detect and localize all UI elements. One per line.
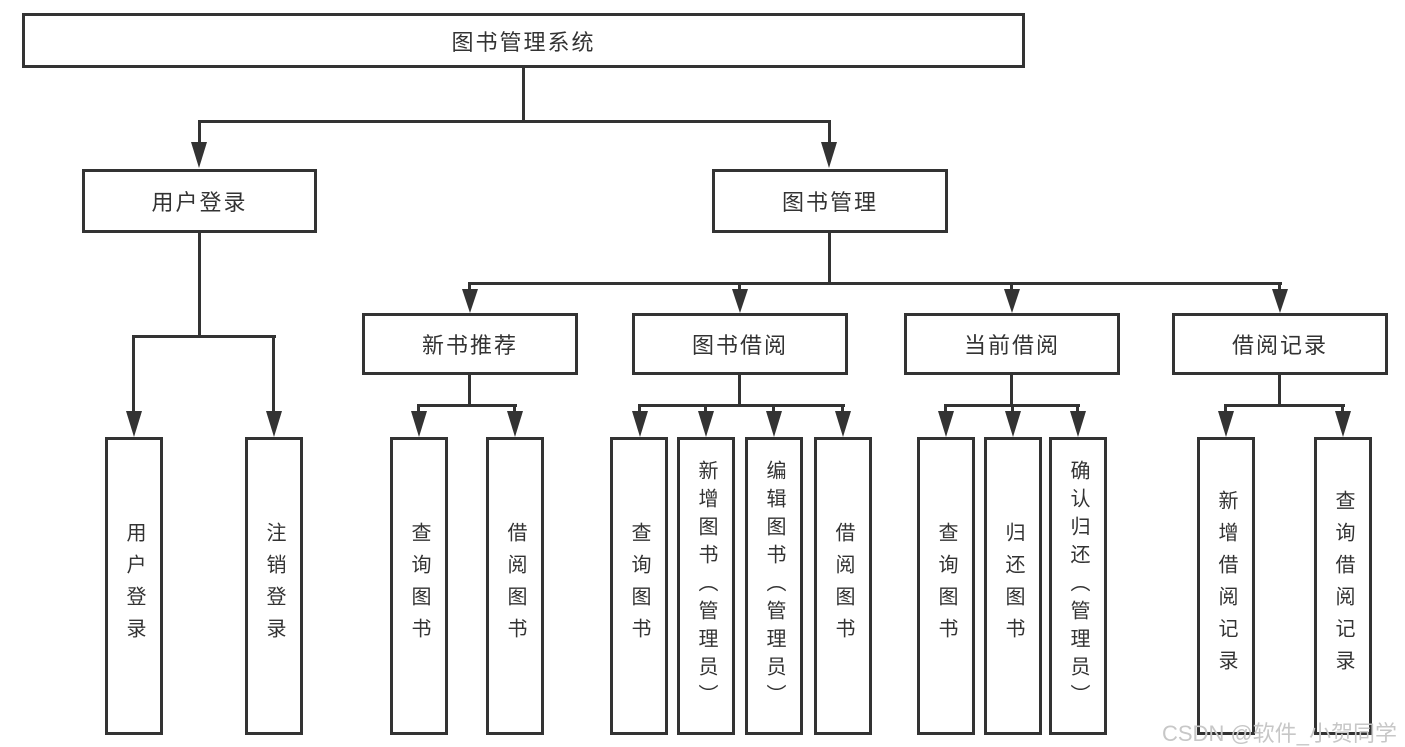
- connector-line: [468, 282, 1282, 285]
- connector-line: [417, 404, 420, 413]
- leaf-return-books: 归还图书: [984, 437, 1042, 735]
- arrow-down-icon: [632, 411, 648, 437]
- connector-line: [1010, 375, 1013, 406]
- node-user-login-label: 用户登录: [151, 190, 248, 215]
- leaf-query-borrow-record: 查询借阅记录: [1314, 437, 1372, 735]
- connector-line: [738, 282, 741, 291]
- connector-line: [132, 335, 135, 413]
- connector-line: [513, 404, 516, 413]
- node-borrowing-records-label: 借阅记录: [1231, 333, 1328, 358]
- arrow-down-icon: [266, 411, 282, 437]
- arrow-down-icon: [1070, 411, 1086, 437]
- connector-line: [738, 375, 741, 406]
- leaf-borrow-books-2: 借阅图书: [814, 437, 872, 735]
- leaf-add-book-admin-label: 新增图书（管理员）: [695, 460, 717, 712]
- leaf-borrow-books-2-label: 借阅图书: [832, 522, 854, 650]
- leaf-logout: 注销登录: [245, 437, 303, 735]
- leaf-edit-book-admin: 编辑图书（管理员）: [745, 437, 803, 735]
- connector-line: [841, 404, 844, 413]
- leaf-query-books-3-label: 查询图书: [935, 522, 957, 650]
- leaf-borrow-books-1: 借阅图书: [486, 437, 544, 735]
- leaf-query-books-2-label: 查询图书: [628, 522, 650, 650]
- connector-line: [468, 375, 471, 406]
- leaf-user-login: 用户登录: [105, 437, 163, 735]
- node-book-borrowing-label: 图书借阅: [691, 333, 788, 358]
- leaf-confirm-return-admin: 确认归还（管理员）: [1049, 437, 1107, 735]
- node-current-borrowing: 当前借阅: [904, 313, 1120, 375]
- connector-line: [132, 335, 276, 338]
- leaf-user-login-label: 用户登录: [123, 522, 145, 650]
- connector-line: [1278, 282, 1281, 291]
- connector-line: [198, 233, 201, 335]
- arrow-down-icon: [1335, 411, 1351, 437]
- arrow-down-icon: [462, 289, 478, 313]
- node-root-label: 图书管理系统: [451, 29, 596, 55]
- connector-line: [468, 282, 471, 291]
- connector-line: [1076, 404, 1079, 413]
- arrow-down-icon: [507, 411, 523, 437]
- connector-line: [944, 404, 947, 413]
- connector-line: [1224, 404, 1345, 407]
- csdn-watermark: CSDN @软件_小贺同学: [1162, 721, 1398, 746]
- connector-line: [828, 120, 831, 144]
- node-book-management-label: 图书管理: [781, 190, 878, 215]
- connector-line: [272, 335, 275, 413]
- node-new-book-recommend-label: 新书推荐: [421, 333, 518, 358]
- connector-line: [198, 120, 201, 144]
- node-root: 图书管理系统: [22, 13, 1025, 68]
- leaf-edit-book-admin-label: 编辑图书（管理员）: [763, 460, 785, 712]
- connector-line: [704, 404, 707, 413]
- leaf-confirm-return-admin-label: 确认归还（管理员）: [1067, 460, 1089, 712]
- arrow-down-icon: [938, 411, 954, 437]
- connector-line: [417, 404, 517, 407]
- arrow-down-icon: [411, 411, 427, 437]
- leaf-query-books-3: 查询图书: [917, 437, 975, 735]
- arrow-down-icon: [1004, 289, 1020, 313]
- connector-line: [1010, 282, 1013, 291]
- node-borrowing-records: 借阅记录: [1172, 313, 1388, 375]
- node-book-management: 图书管理: [712, 169, 948, 233]
- connector-line: [638, 404, 641, 413]
- connector-line: [198, 120, 831, 123]
- arrow-down-icon: [821, 142, 837, 168]
- leaf-add-borrow-record-label: 新增借阅记录: [1215, 490, 1237, 682]
- arrow-down-icon: [732, 289, 748, 313]
- leaf-query-borrow-record-label: 查询借阅记录: [1332, 490, 1354, 682]
- leaf-borrow-books-1-label: 借阅图书: [504, 522, 526, 650]
- connector-line: [1341, 404, 1344, 413]
- connector-line: [1011, 404, 1014, 413]
- arrow-down-icon: [1005, 411, 1021, 437]
- node-book-borrowing: 图书借阅: [632, 313, 848, 375]
- leaf-return-books-label: 归还图书: [1002, 522, 1024, 650]
- arrow-down-icon: [835, 411, 851, 437]
- leaf-add-borrow-record: 新增借阅记录: [1197, 437, 1255, 735]
- arrow-down-icon: [1272, 289, 1288, 313]
- arrow-down-icon: [698, 411, 714, 437]
- arrow-down-icon: [191, 142, 207, 168]
- arrow-down-icon: [1218, 411, 1234, 437]
- leaf-add-book-admin: 新增图书（管理员）: [677, 437, 735, 735]
- node-new-book-recommend: 新书推荐: [362, 313, 578, 375]
- leaf-query-books-2: 查询图书: [610, 437, 668, 735]
- leaf-query-books-1: 查询图书: [390, 437, 448, 735]
- node-current-borrowing-label: 当前借阅: [963, 333, 1060, 358]
- leaf-logout-label: 注销登录: [263, 522, 285, 650]
- connector-line: [828, 233, 831, 282]
- connector-line: [1224, 404, 1227, 413]
- node-user-login: 用户登录: [82, 169, 317, 233]
- connector-line: [522, 68, 525, 120]
- connector-line: [772, 404, 775, 413]
- leaf-query-books-1-label: 查询图书: [408, 522, 430, 650]
- arrow-down-icon: [126, 411, 142, 437]
- connector-line: [638, 404, 845, 407]
- connector-line: [1278, 375, 1281, 406]
- arrow-down-icon: [766, 411, 782, 437]
